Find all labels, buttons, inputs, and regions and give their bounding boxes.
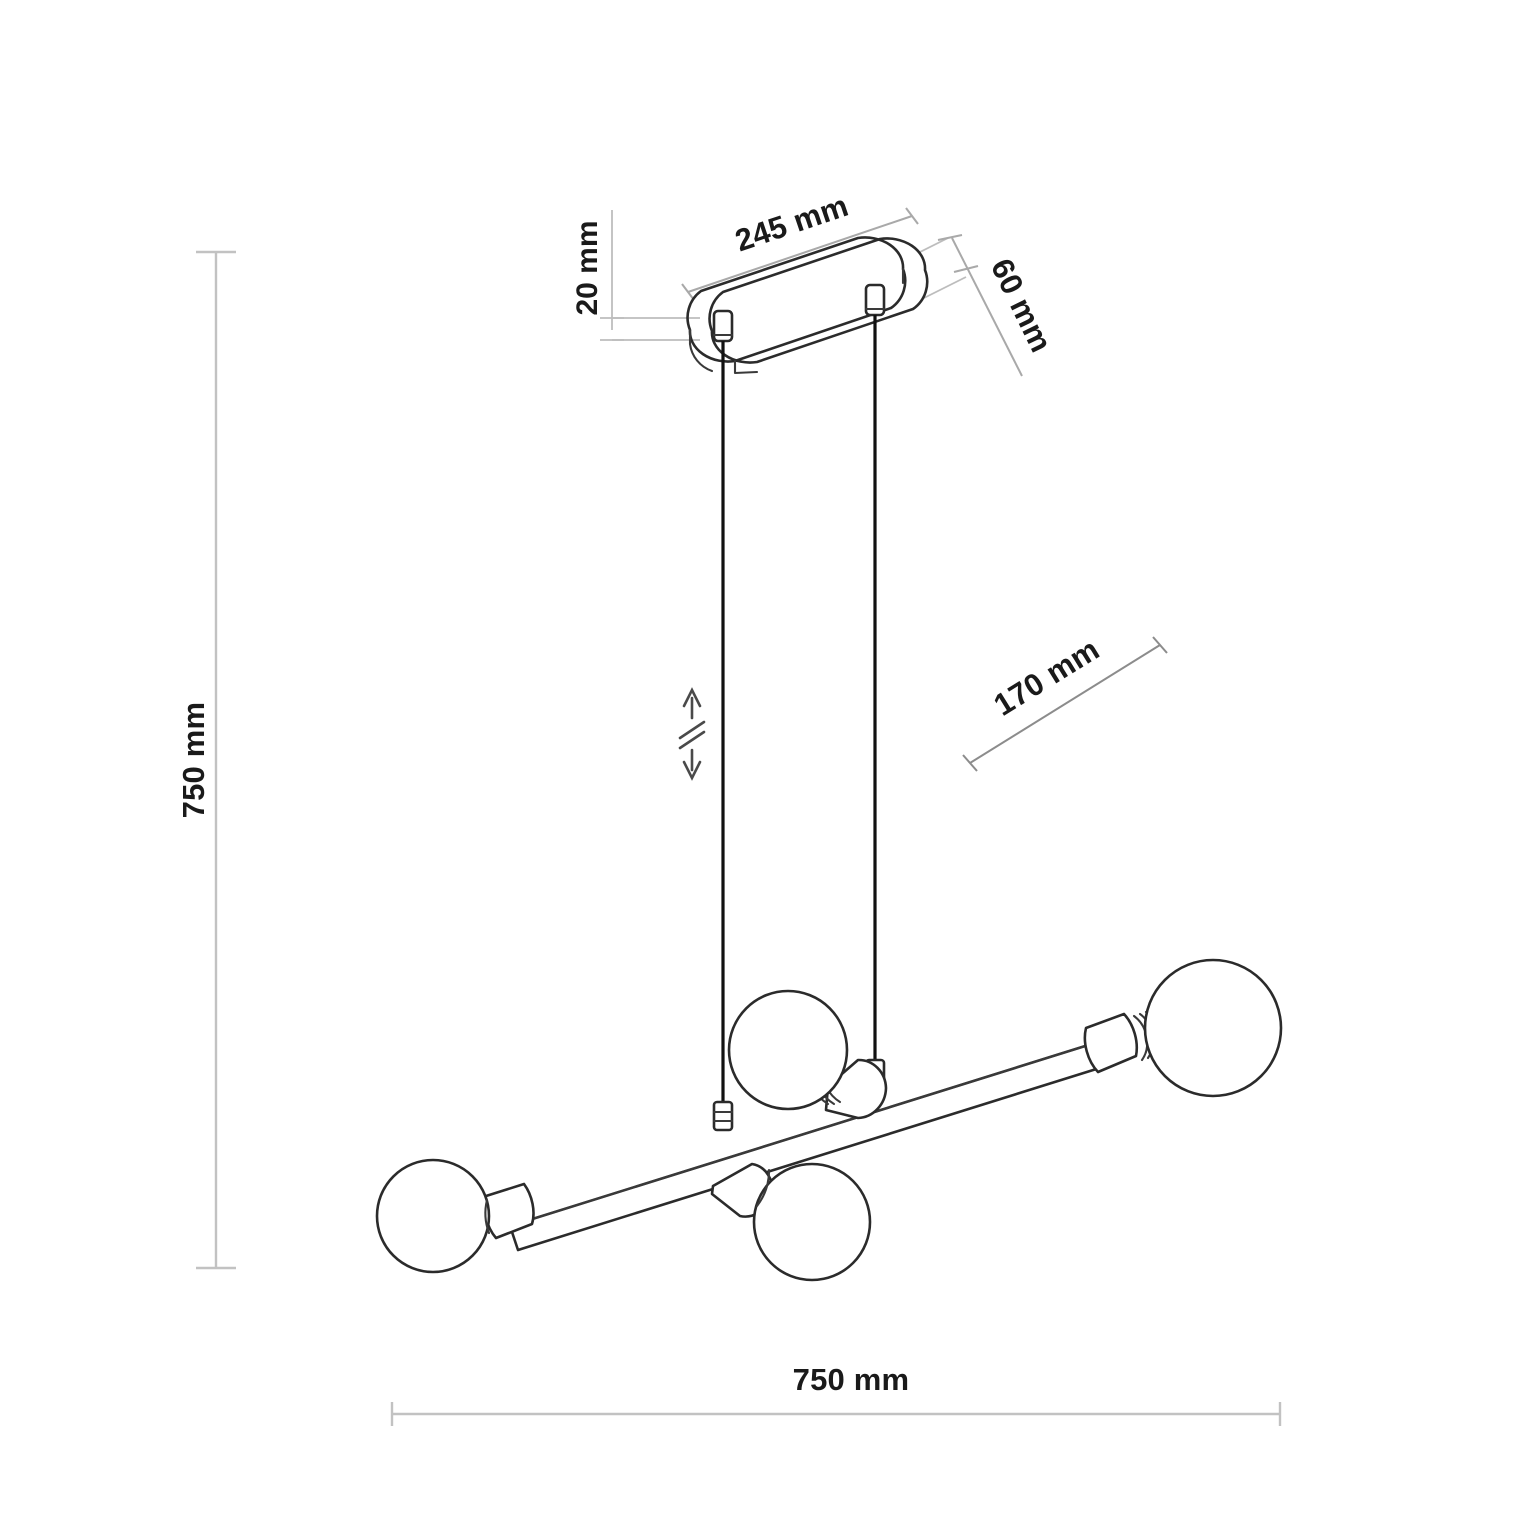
- dimension-canopy-height: 20 mm: [571, 210, 700, 341]
- adjustable-break-mark-1: [678, 720, 706, 740]
- adjustable-break-mark-2: [678, 730, 706, 750]
- cable-fitting-left-body: [712, 309, 734, 343]
- dimension-tick-length-right: [905, 207, 919, 225]
- dimension-label-width-total: 750 mm: [793, 1362, 910, 1397]
- bulb-mid-upper-globe: [727, 989, 849, 1111]
- cable-connector-left: [712, 1100, 734, 1132]
- cable-fitting-right-body: [864, 283, 886, 317]
- dimension-line-bulb-diameter: [969, 644, 1161, 764]
- adjustable-height-symbol: [678, 687, 706, 781]
- dimension-label-bulb-diameter: 170 mm: [988, 631, 1106, 722]
- bulb-mid-lower: [710, 1162, 872, 1282]
- bulb-right-socket: [1083, 1012, 1139, 1074]
- bulb-right-globe: [1143, 958, 1283, 1098]
- dimension-tick-width-mid: [953, 265, 979, 273]
- dimension-tick-width-top: [937, 234, 963, 241]
- rod-top-edge: [508, 1040, 1100, 1228]
- bulb-left-globe: [375, 1158, 491, 1274]
- suspension-cables: [721, 315, 877, 1106]
- bulb-left-end: [375, 1158, 535, 1274]
- dimension-tick-bulb-right: [1152, 636, 1168, 654]
- dimension-label-canopy-length: 245 mm: [731, 188, 853, 259]
- ceiling-canopy: [686, 236, 929, 375]
- dimension-height-total: 750 mm: [176, 250, 236, 1270]
- dimension-tick-length-left: [681, 283, 695, 301]
- dimension-tick-bulb-left: [962, 754, 978, 772]
- dimension-label-canopy-height: 20 mm: [571, 220, 604, 315]
- dimension-line-canopy-length: [687, 215, 913, 293]
- dimension-width-total: 750 mm: [390, 1362, 1282, 1426]
- cable-connector-left-body: [712, 1100, 734, 1132]
- adjustable-arrow-up-head: [682, 687, 702, 708]
- canopy-left-edge: [688, 328, 714, 373]
- bulb-mid-lower-neck: [755, 1168, 771, 1208]
- dimension-line-canopy-width: [951, 237, 1023, 377]
- dimension-bulb-diameter: 170 mm: [962, 631, 1168, 772]
- bulb-mid-upper: [727, 989, 888, 1120]
- bulb-left-neck: [484, 1198, 491, 1235]
- canopy-top-face: [708, 237, 929, 364]
- bulb-mid-lower-globe: [752, 1162, 872, 1282]
- cable-fitting-right: [864, 283, 886, 317]
- bulb-mid-upper-socket: [824, 1058, 888, 1120]
- canopy-front-edge: [733, 359, 759, 375]
- dimension-canopy-width: 60 mm: [899, 234, 1059, 377]
- dimension-label-canopy-width: 60 mm: [984, 253, 1059, 358]
- extension-line-width-lower: [919, 276, 967, 301]
- bulb-right-end: [1083, 958, 1283, 1098]
- cable-fitting-left: [712, 309, 734, 343]
- adjustable-arrow-down-head: [682, 760, 702, 781]
- dimension-label-height-total: 750 mm: [176, 702, 211, 819]
